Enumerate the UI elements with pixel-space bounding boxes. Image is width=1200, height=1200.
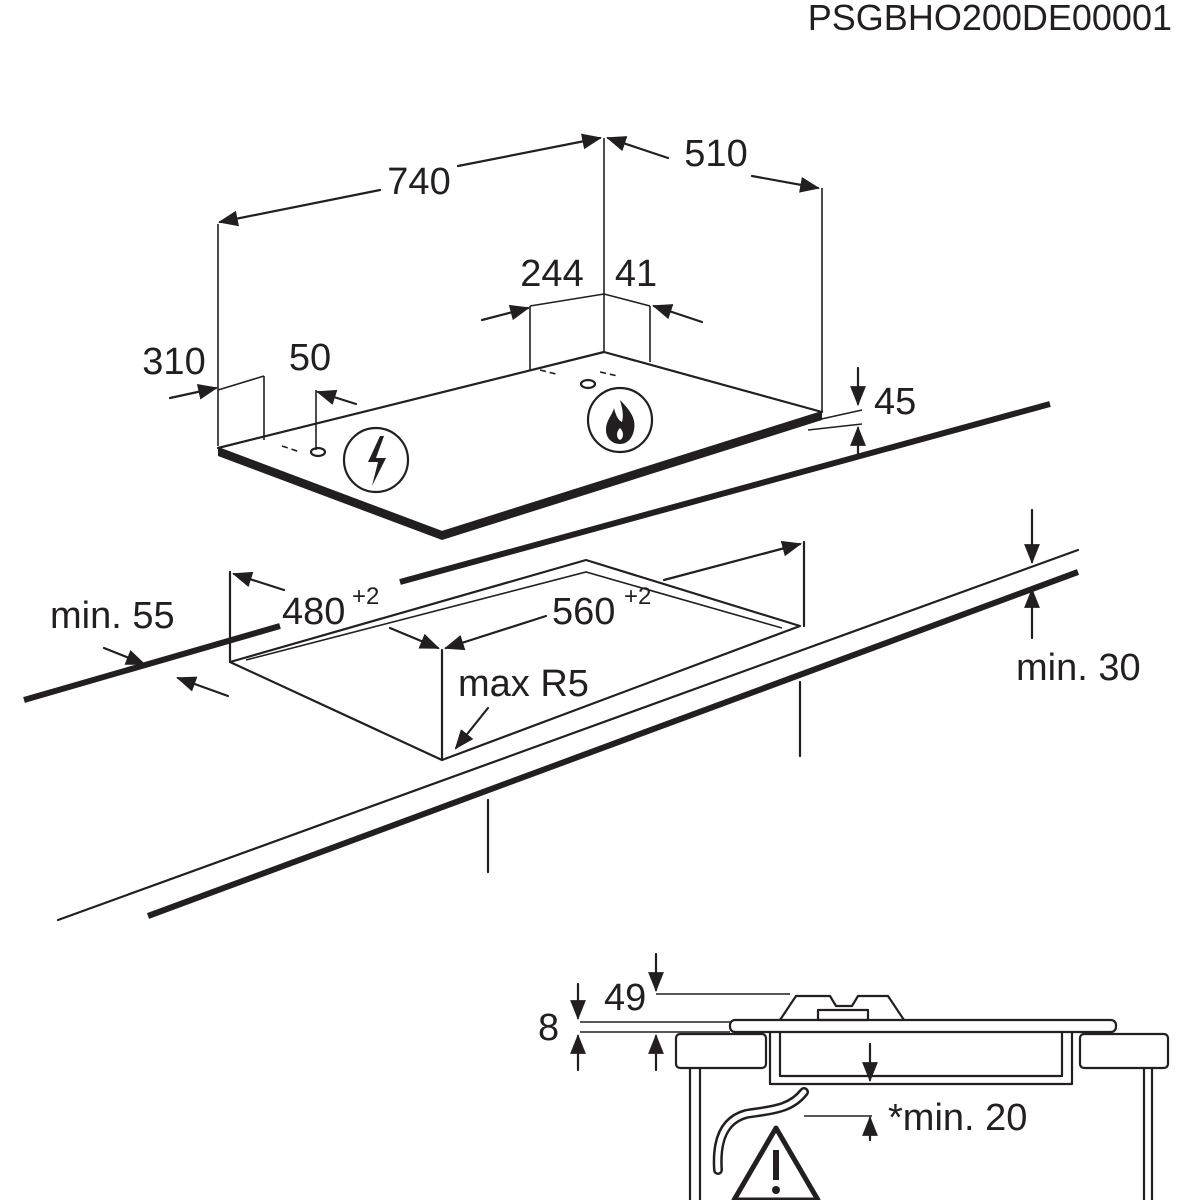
warning-triangle-icon — [731, 1125, 821, 1200]
dim-244-label: 244 — [520, 253, 583, 295]
dim-min-20-label: *min. 20 — [888, 1097, 1027, 1139]
dimension-740: 740 — [218, 133, 602, 227]
dim-510-label: 510 — [684, 133, 747, 175]
dimension-45: 45 — [850, 366, 916, 458]
dimension-min-30: min. 30 — [1016, 508, 1141, 689]
document-code: PSGBHO200DE00001 — [808, 0, 1172, 38]
electric-connection-icon — [342, 426, 410, 494]
dimension-310-50: 310 50 — [142, 337, 358, 406]
dim-41-label: 41 — [615, 253, 657, 295]
dim-50-label: 50 — [289, 337, 331, 379]
dimension-244-41: 244 41 — [480, 253, 704, 324]
cross-section-drawing — [674, 994, 1170, 1200]
dim-45-label: 45 — [874, 381, 916, 423]
dim-560-tolerance: +2 — [624, 583, 651, 610]
countertop-drawing — [23, 401, 1080, 922]
gas-flame-icon — [586, 386, 654, 454]
dimension-49-8: 49 8 — [538, 952, 790, 1072]
dim-480-label: 480 — [282, 591, 345, 633]
dim-min-30-label: min. 30 — [1016, 647, 1141, 689]
dim-480-tolerance: +2 — [352, 583, 379, 610]
hob-extension-lines — [217, 138, 863, 450]
dim-8-label: 8 — [538, 1007, 559, 1049]
dimension-510: 510 — [606, 133, 820, 193]
dimension-480: 480 +2 — [232, 571, 440, 650]
dim-560-label: 560 — [552, 591, 615, 633]
dim-min-55-label: min. 55 — [50, 595, 175, 637]
dimension-560: 560 +2 — [444, 540, 802, 651]
hob-drawing — [216, 350, 824, 540]
dim-max-r5-label: max R5 — [458, 663, 589, 705]
dim-310-label: 310 — [142, 341, 205, 383]
dim-740-label: 740 — [387, 161, 450, 203]
dimension-min-55: min. 55 — [50, 595, 230, 698]
dimension-max-r5: max R5 — [454, 663, 589, 750]
dim-49-label: 49 — [604, 977, 646, 1019]
